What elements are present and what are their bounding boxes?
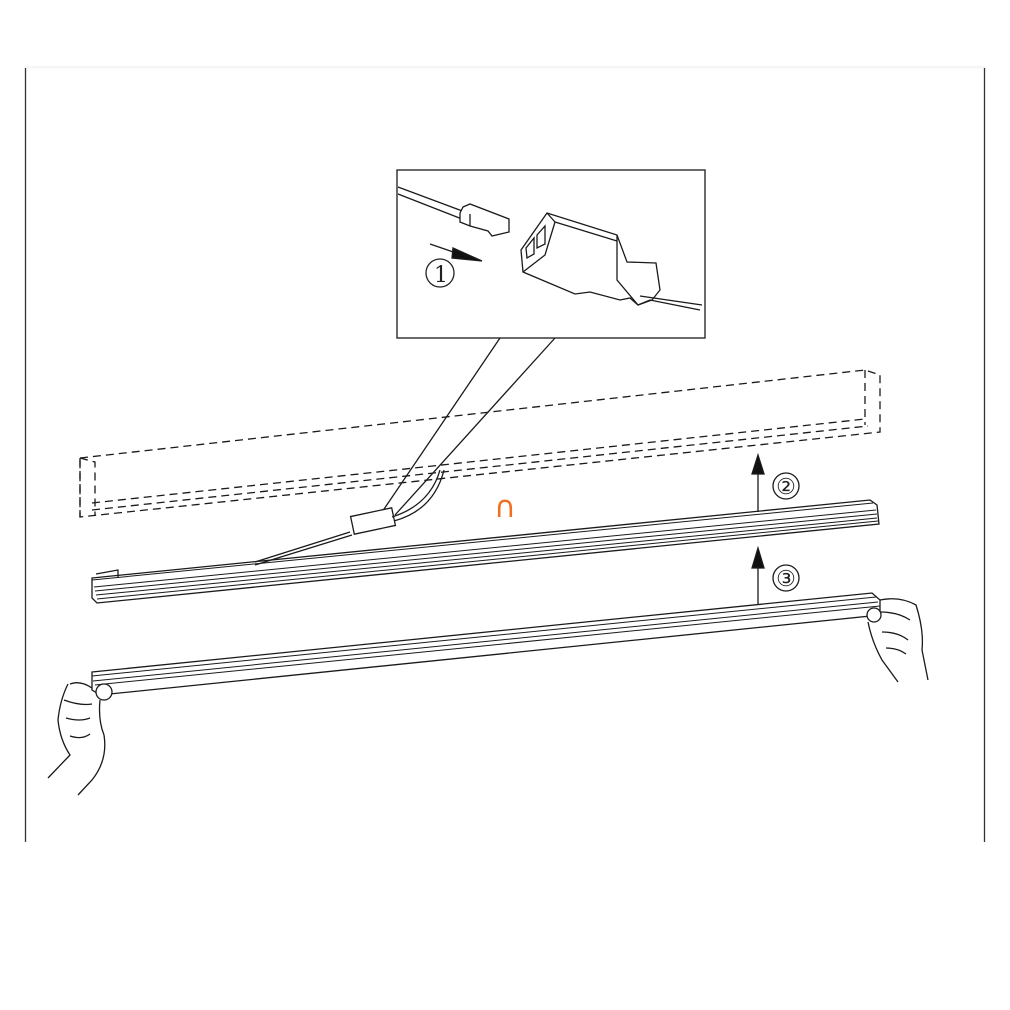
left-hand-icon: [47, 682, 106, 796]
diffuser-cover: [91, 592, 882, 701]
frame-top-shadow: [25, 66, 985, 70]
arrow-right-icon: [451, 247, 483, 262]
step-1-number: 1: [434, 263, 448, 288]
plug-icon: [459, 203, 510, 237]
connector-detail-inset: ① 1: [379, 169, 706, 516]
step-3-label: ③: [776, 567, 796, 592]
socket-icon: [520, 212, 703, 311]
lift-arrow-3: [751, 545, 800, 604]
strip-connector-icon: [349, 507, 397, 535]
light-strip: [91, 469, 880, 604]
lift-arrow-2: [751, 452, 800, 512]
right-hand-icon: [867, 598, 929, 683]
dashed-channel-outline: [79, 369, 881, 518]
step-2-label: ②: [776, 475, 796, 500]
orange-marker-symbol: ∩: [494, 490, 516, 525]
